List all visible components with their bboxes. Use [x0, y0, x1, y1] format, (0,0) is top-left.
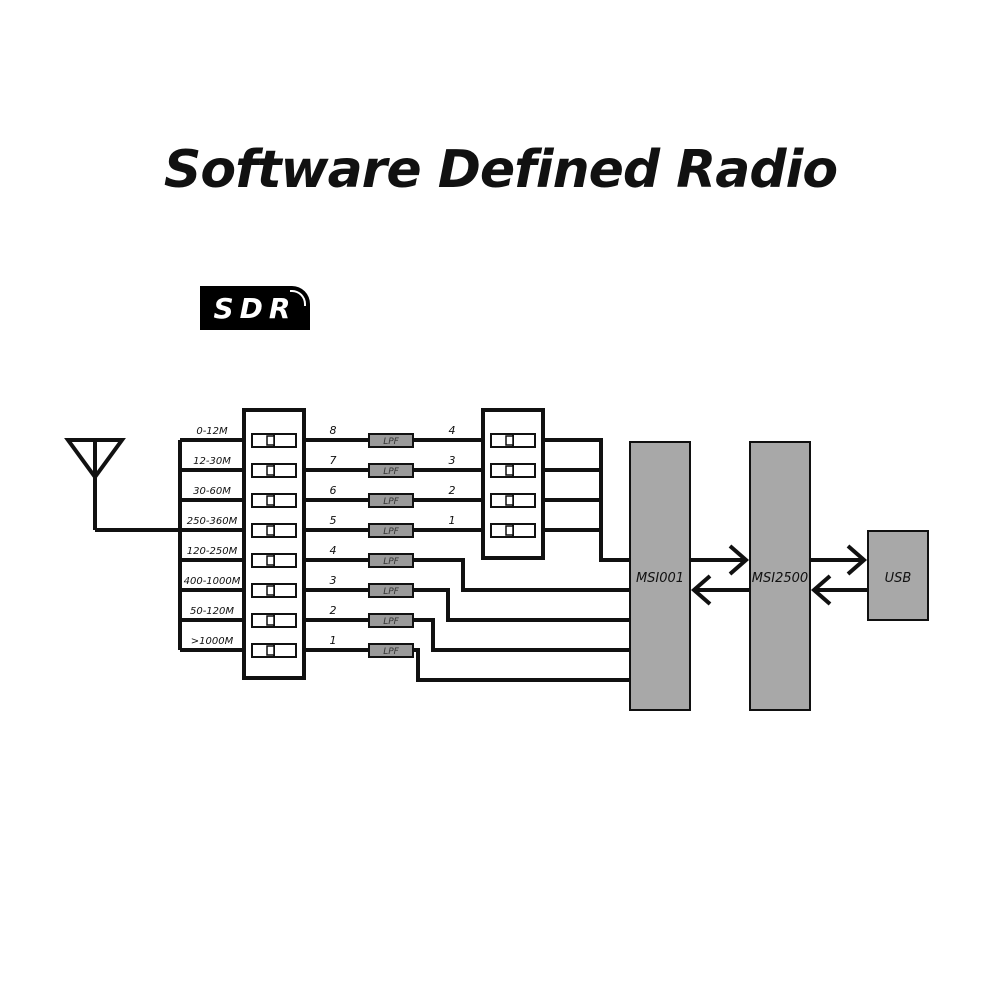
lpf-label: LPF	[383, 557, 399, 567]
msi001-label: MSI001	[636, 571, 684, 586]
band-label: 400-1000M	[184, 576, 241, 587]
band-label: 120-250M	[187, 546, 238, 557]
lpf-label: LPF	[383, 497, 399, 507]
switch-number: 1	[330, 634, 337, 647]
band-label: >1000M	[191, 636, 234, 647]
lpf-label: LPF	[383, 437, 399, 447]
mux-switch-cell-toggle	[505, 495, 514, 506]
mux-number: 2	[449, 484, 456, 497]
mux-switch-cell-toggle	[505, 465, 514, 476]
lpf-to-tuner-line	[413, 588, 630, 622]
lpf-to-tuner-line	[413, 618, 630, 652]
mux-number: 4	[449, 424, 456, 437]
lpf-label: LPF	[383, 587, 399, 597]
band-label: 50-120M	[190, 606, 234, 617]
mux-number: 3	[449, 454, 456, 467]
page-title: Software Defined Radio	[163, 140, 838, 200]
lpf-label: LPF	[383, 647, 399, 657]
band-label: 0-12M	[196, 426, 228, 437]
mux-number: 1	[449, 514, 456, 527]
antenna-icon	[64, 438, 180, 532]
data-arrows	[690, 544, 868, 606]
band-label: 30-60M	[193, 486, 231, 497]
sdr-badge-label: SDR	[213, 291, 297, 325]
switch-number: 8	[330, 424, 337, 437]
switch-number: 6	[330, 484, 337, 497]
lpf-label: LPF	[383, 617, 399, 627]
band-switch-cell-toggle	[266, 585, 275, 596]
band-switch-cell-toggle	[266, 525, 275, 536]
band-label: 12-30M	[193, 456, 231, 467]
band-switch-cell-toggle	[266, 465, 275, 476]
band-switch-cells	[251, 433, 297, 658]
signal-icon	[290, 290, 306, 306]
switch-number: 5	[330, 514, 337, 527]
band-switch	[242, 408, 306, 680]
switch-number: 4	[330, 544, 337, 557]
msi2500-label: MSI2500	[752, 571, 808, 586]
switch-number: 3	[330, 574, 337, 587]
usb-block	[867, 530, 929, 621]
band-switch-cell-toggle	[266, 645, 275, 656]
switch-number: 7	[330, 454, 337, 467]
usb-label: USB	[885, 571, 912, 586]
lpf-label: LPF	[383, 527, 399, 537]
msi001-chip	[629, 441, 691, 711]
switch-number: 2	[330, 604, 337, 617]
lpf-to-tuner-line	[413, 648, 630, 682]
mux-output-lines	[543, 438, 630, 562]
band-switch-cell-toggle	[266, 555, 275, 566]
msi2500-chip	[749, 441, 811, 711]
mux-switch-cell-toggle	[505, 435, 514, 446]
mux-switch-cell-toggle	[505, 525, 514, 536]
band-switch-cell-toggle	[266, 615, 275, 626]
lpf-to-tuner-line	[413, 558, 630, 592]
mux-switch-cells	[490, 433, 536, 538]
band-switch-cell-toggle	[266, 495, 275, 506]
sdr-badge: SDR	[200, 286, 310, 330]
band-switch-cell-toggle	[266, 435, 275, 446]
lpf-label: LPF	[383, 467, 399, 477]
band-label: 250-360M	[187, 516, 238, 527]
